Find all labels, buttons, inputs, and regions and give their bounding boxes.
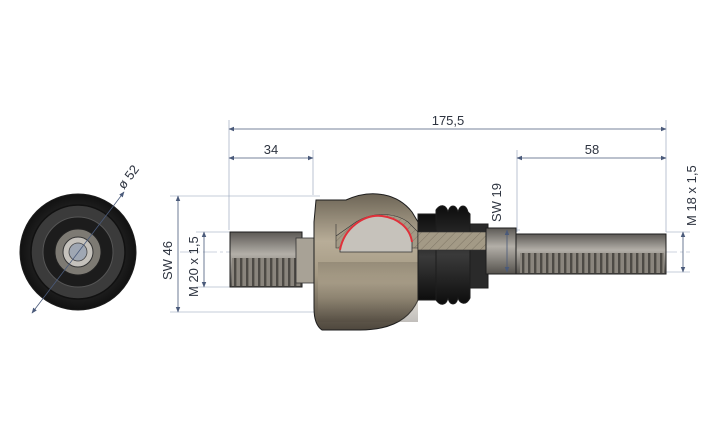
left-stud-thread <box>232 258 300 286</box>
right-thread-label: M 18 x 1,5 <box>684 165 699 226</box>
housing-wrench-label: SW 46 <box>160 241 175 280</box>
right-length-label: 58 <box>585 142 599 157</box>
left-length-label: 34 <box>264 142 278 157</box>
ball-seat <box>339 214 413 251</box>
right-shaft-thread <box>520 253 664 273</box>
end-view: ø 52 <box>19 162 142 314</box>
shaft-wrench-label: SW 19 <box>489 183 504 222</box>
shaft-wrench-flats <box>485 227 517 275</box>
diameter-label: ø 52 <box>114 162 142 192</box>
diameter-dimension-line <box>31 191 125 314</box>
left-thread-label: M 20 x 1,5 <box>186 236 201 297</box>
side-view <box>229 193 667 331</box>
dimensions: 175,5 34 58 SW 46 M 20 x 1,5 SW 19 M 18 … <box>160 113 699 313</box>
rubber-boot <box>417 205 489 305</box>
overall-length-label: 175,5 <box>432 113 465 128</box>
